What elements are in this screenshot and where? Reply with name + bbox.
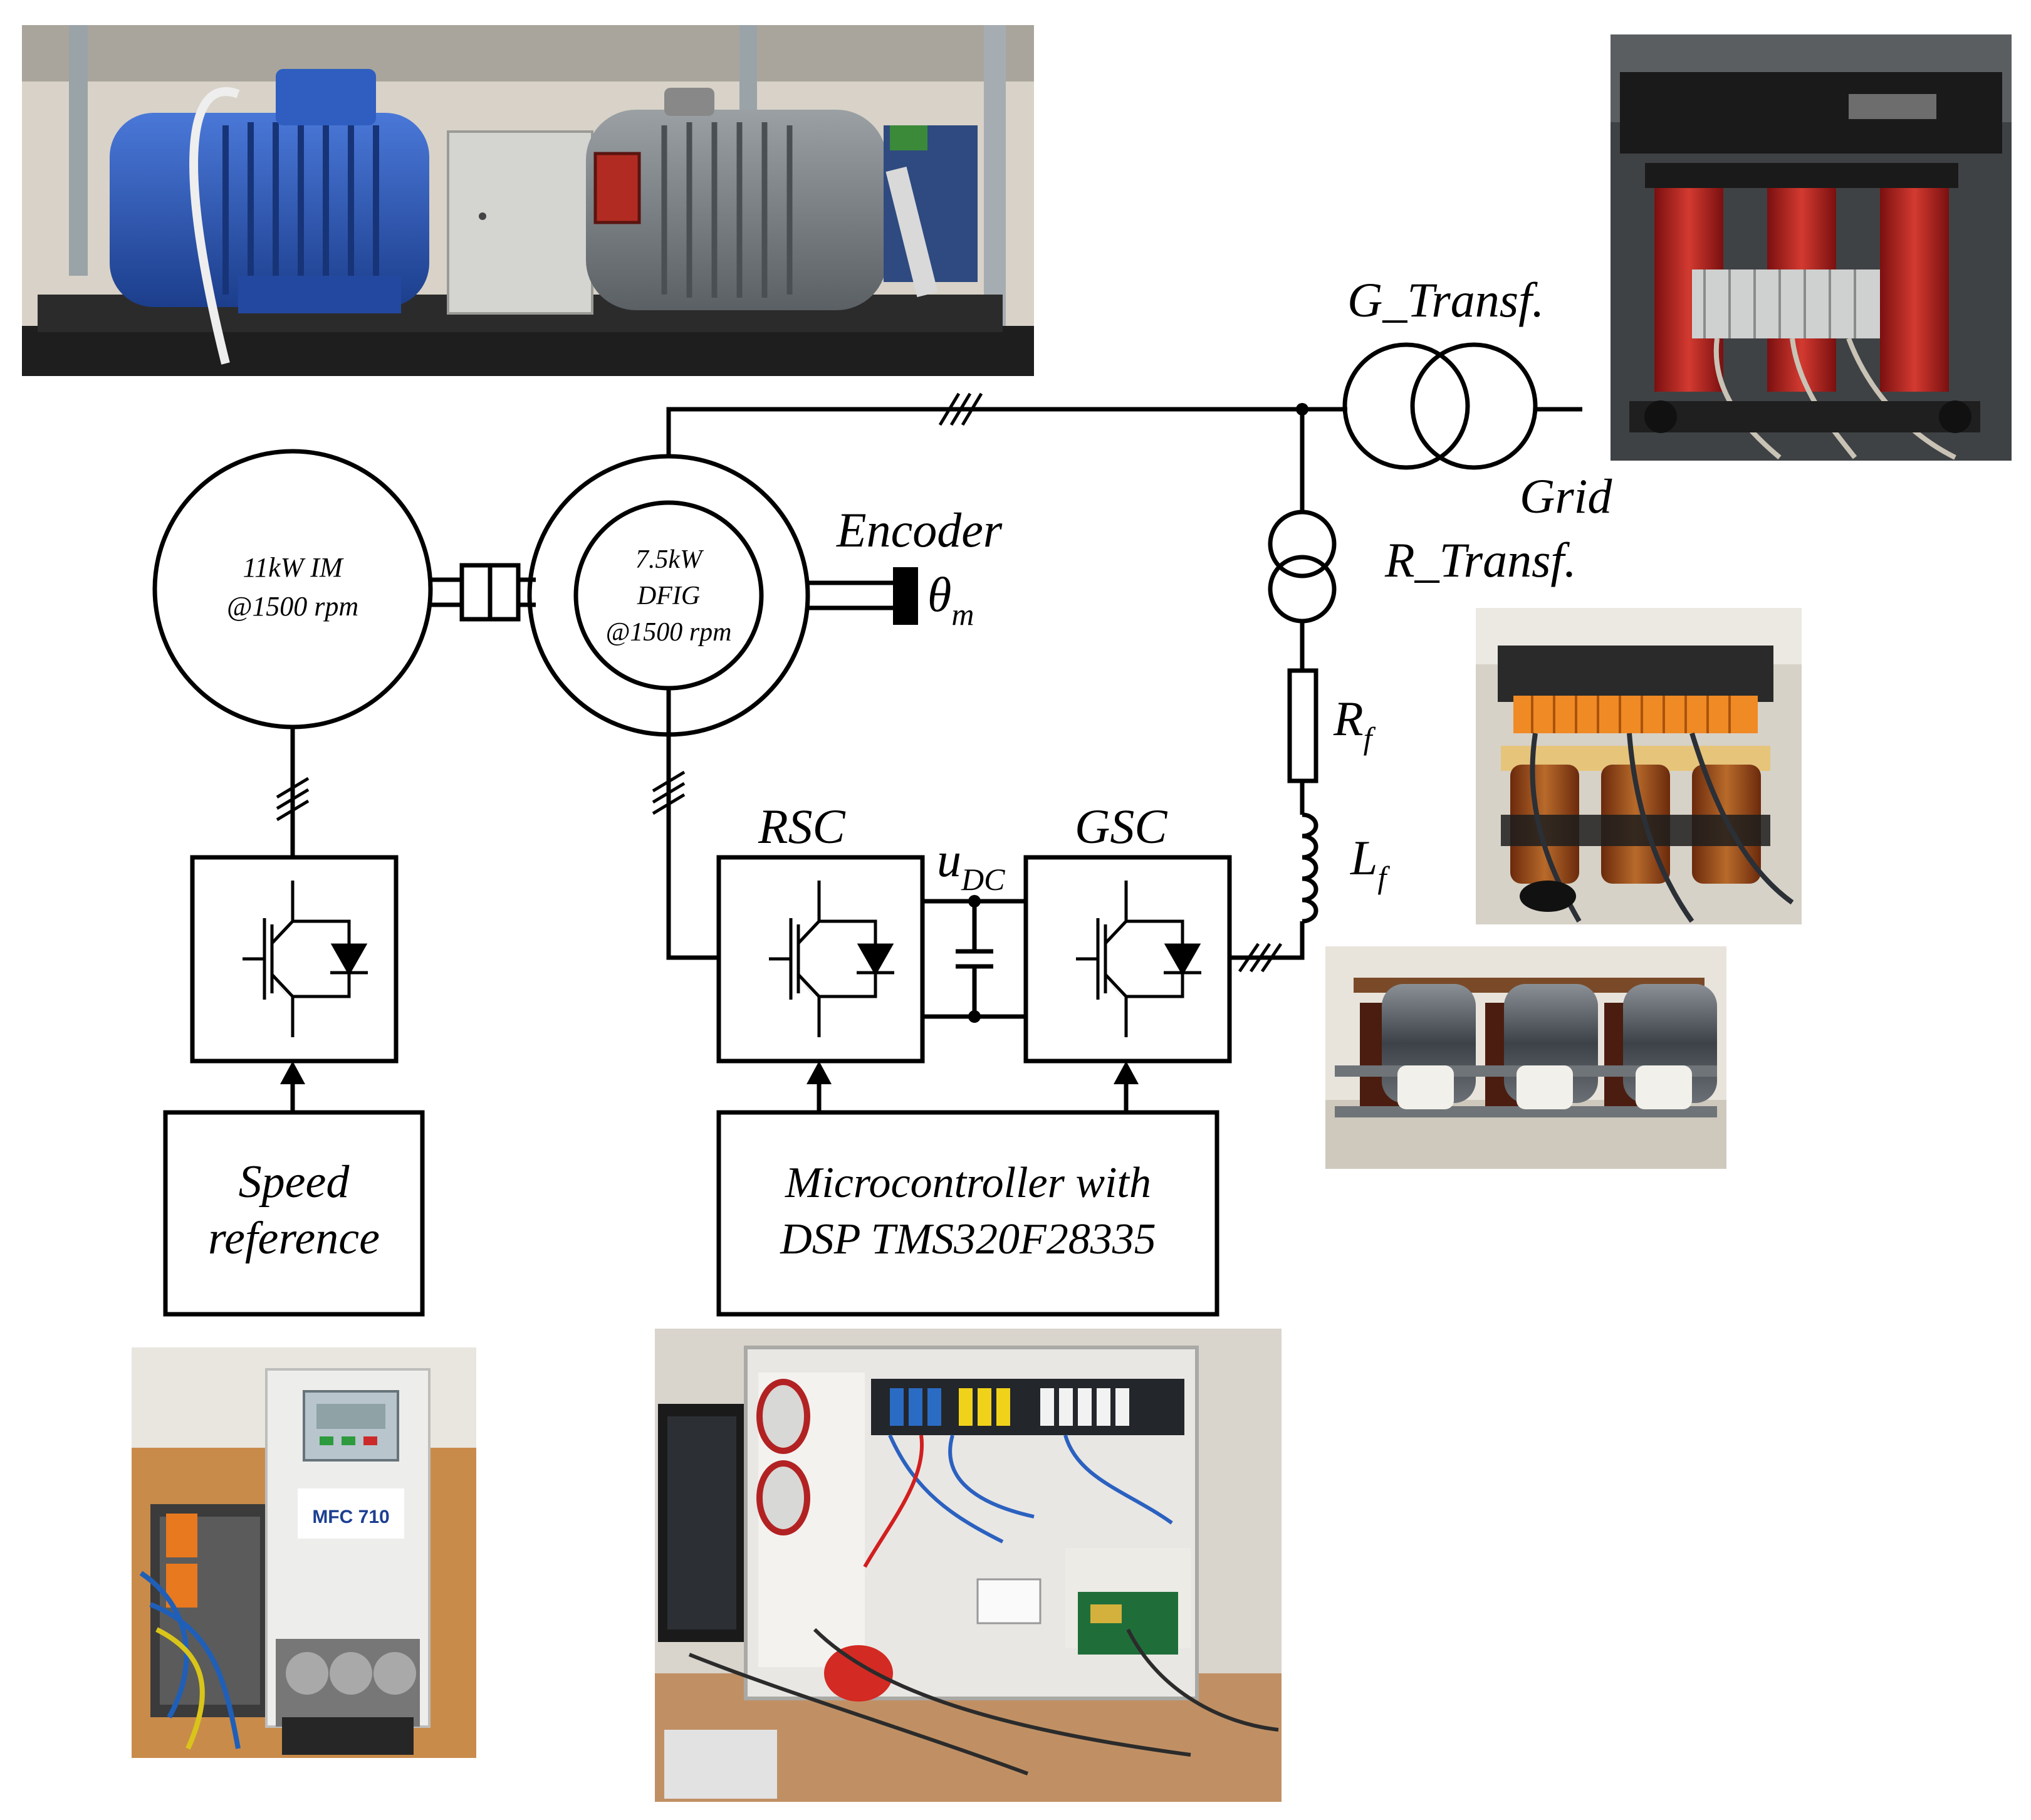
motor-bench-photo [22, 25, 1034, 376]
dfig-label-line2: DFIG [637, 582, 700, 610]
micro-line2: DSP TMS320F28335 [780, 1215, 1156, 1263]
speed-ref-line2: reference [208, 1213, 380, 1264]
gsc-block [1023, 855, 1232, 1064]
svg-text:Rf: Rf [1333, 691, 1376, 756]
r-transf-label: R_Transf. [1384, 533, 1577, 587]
rsc-block [716, 855, 925, 1064]
three-phase-mark-grid [1238, 943, 1283, 973]
svg-text:uDC: uDC [937, 832, 1005, 897]
rf-label: R [1333, 691, 1364, 746]
filter-inductor [1302, 812, 1318, 924]
svg-text:Lf: Lf [1350, 830, 1390, 895]
grid-transformer-photo [1611, 34, 2012, 461]
three-phase-mark-im [276, 777, 310, 822]
rotor-transformer-symbol [1268, 510, 1337, 624]
three-phase-mark-rotor [652, 770, 686, 815]
filter-resistor [1287, 668, 1318, 783]
induction-motor-symbol [152, 449, 433, 730]
grid-label: Grid [1520, 469, 1612, 523]
lf-subscript: f [1377, 860, 1390, 895]
lf-label: L [1350, 830, 1377, 885]
grid-transformer-symbol [1342, 342, 1582, 470]
shaft-coupling [431, 563, 536, 622]
theta-subscript: m [951, 597, 974, 632]
theta-label: θ [927, 567, 951, 622]
rf-subscript: f [1364, 721, 1376, 756]
control-arrows [280, 1061, 1139, 1112]
svg-text:θm: θm [927, 567, 974, 632]
speed-ref-line1: Speed [239, 1156, 350, 1208]
frequency-inverter-photo: MFC 710 [132, 1347, 476, 1758]
microcontroller-box [716, 1110, 1219, 1317]
dfig-label-line1: 7.5kW [635, 545, 704, 574]
g-transf-label: G_Transf. [1347, 273, 1544, 327]
speed-reference-box [163, 1110, 425, 1317]
udc-subscript: DC [961, 862, 1005, 897]
three-phase-mark-stator [938, 392, 983, 426]
encoder-shaft [808, 567, 918, 625]
drive-model-label: MFC 710 [312, 1507, 389, 1527]
encoder-label: Encoder [836, 503, 1003, 557]
udc-label: u [937, 832, 961, 887]
inverter-block [190, 855, 399, 1064]
converter-cabinet-photo [655, 1329, 1282, 1802]
gsc-label: GSC [1075, 799, 1167, 854]
rotor-transformer-photo [1476, 608, 1802, 924]
stator-bus-line [666, 407, 1347, 456]
filter-inductor-photo [1325, 946, 1726, 1169]
im-label-line1: 11kW IM [243, 552, 344, 583]
micro-line1: Microcontroller with [785, 1159, 1151, 1207]
rsc-label: RSC [758, 799, 846, 854]
circuit-diagram: G_Transf. Grid R_Transf. Rf Lf 11kW IM @… [152, 273, 1612, 1317]
im-label-line2: @1500 rpm [227, 591, 358, 622]
dc-link-capacitor [922, 895, 1026, 1023]
dfig-label-line3: @1500 rpm [606, 618, 732, 647]
